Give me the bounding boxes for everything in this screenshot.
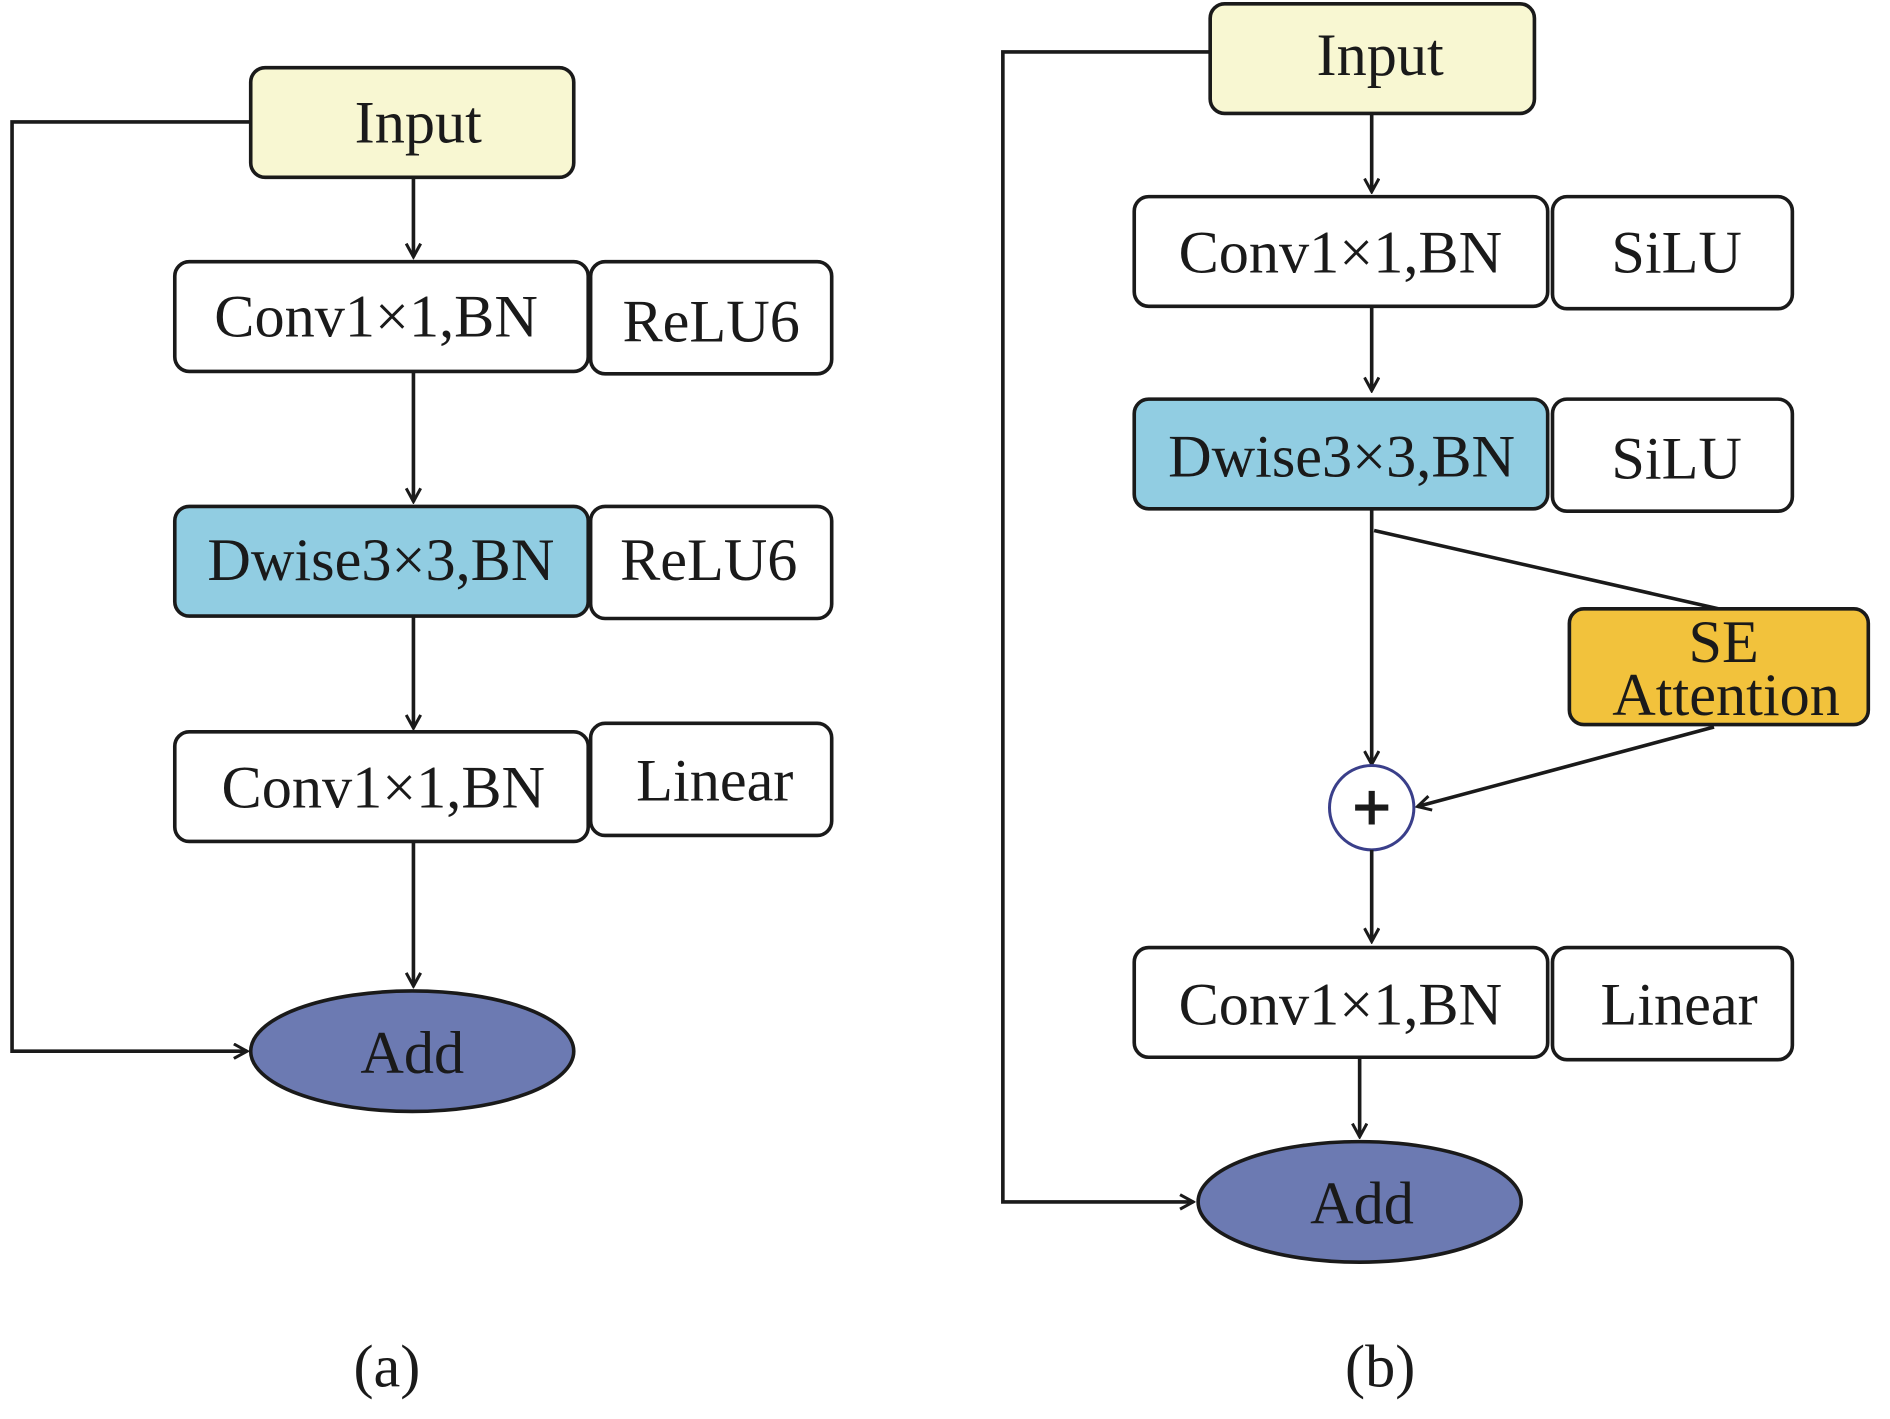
add-label-b: Add [1310, 1171, 1414, 1238]
conv2-act-label-b: Linear [1600, 972, 1757, 1039]
se-label-line1: SE [1689, 609, 1759, 676]
skip-connection-a [10, 120, 251, 1051]
conv1-op-label-a: Conv1×1,BN [214, 283, 538, 350]
panel-b: Input Conv1×1,BN SiLU Dwise3×3,BN SiLU S… [1001, 1, 1871, 1400]
conv2-op-node-a [172, 729, 591, 844]
panel-a: Input Conv1×1,BN ReLU6 Dwise3×3,BN ReLU6… [10, 65, 834, 1400]
dwise-op-node-b [1132, 397, 1550, 511]
dwise-op-node-a [172, 504, 591, 618]
dwise-act-label-b: SiLU [1611, 426, 1742, 493]
conv2-op-node-b [1132, 945, 1550, 1060]
conv1-act-label-a: ReLU6 [622, 288, 799, 355]
add-node-a [248, 989, 576, 1114]
se-attention-node [1567, 607, 1871, 727]
caption-a: (a) [353, 1333, 420, 1400]
conv2-op-label-a: Conv1×1,BN [222, 755, 546, 822]
dwise-act-label-a: ReLU6 [620, 527, 797, 594]
caption-b: (b) [1345, 1333, 1415, 1400]
conv2-act-node-a [588, 721, 834, 838]
dwise-op-label-b: Dwise3×3,BN [1168, 423, 1515, 490]
se-label-line2: Attention [1612, 662, 1840, 729]
input-label-a: Input [355, 89, 482, 156]
input-label-b: Input [1317, 22, 1444, 89]
se-branch-line [1373, 528, 1720, 611]
skip-connection-b [1001, 50, 1211, 1202]
conv1-act-label-b: SiLU [1611, 220, 1742, 287]
add-label-a: Add [360, 1020, 464, 1087]
conv2-act-node-b [1550, 945, 1795, 1062]
conv1-act-node-a [588, 259, 834, 376]
dwise-op-label-a: Dwise3×3,BN [207, 527, 554, 594]
dwise-act-node-b [1550, 397, 1795, 514]
se-to-plus-arrow [1418, 725, 1715, 807]
conv2-op-label-b: Conv1×1,BN [1179, 972, 1503, 1039]
conv1-op-node-b [1132, 194, 1550, 309]
conv2-act-label-a: Linear [636, 748, 793, 815]
plus-icon: + [1349, 776, 1393, 838]
add-node-b [1196, 1139, 1523, 1264]
dwise-act-node-a [588, 504, 834, 621]
conv1-op-node-a [172, 259, 591, 374]
conv1-op-label-b: Conv1×1,BN [1179, 220, 1503, 287]
conv1-act-node-b [1550, 194, 1795, 311]
